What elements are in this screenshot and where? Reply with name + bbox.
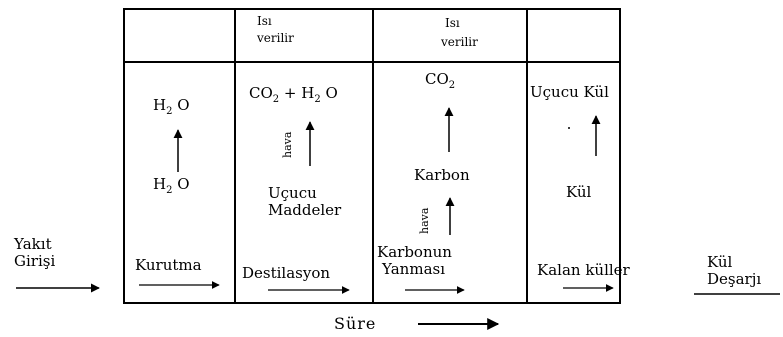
outlet-line2: Deşarjı xyxy=(707,270,762,288)
formula-h: H xyxy=(153,175,167,193)
carbon-air-label: hava xyxy=(418,207,431,234)
distillation-label: Destilasyon xyxy=(242,264,331,282)
heat-cell-2-line1: Isı xyxy=(445,16,460,30)
carbon-label-line1: Karbonun xyxy=(377,243,452,261)
heat-cell-2: Isı verilir xyxy=(441,17,478,48)
dot-mark xyxy=(568,127,570,129)
carbon-middle-label: Karbon xyxy=(414,166,470,184)
ash-label: Kalan küller xyxy=(537,261,630,279)
formula-sub: 2 xyxy=(166,185,173,196)
carbon-label-line2: Yanması xyxy=(382,260,446,278)
inlet-line2: Girişi xyxy=(14,252,56,270)
time-axis-label: Süre xyxy=(334,314,377,333)
formula-sub: 2 xyxy=(166,106,173,117)
inlet-line1: Yakıt xyxy=(14,235,52,253)
outlet-label: Kül Deşarjı xyxy=(707,255,761,287)
formula-sub: 2 xyxy=(448,80,456,91)
product-line1: Uçucu xyxy=(268,184,317,202)
carbon-burning-label: Karbonun Yanması xyxy=(377,245,452,277)
heat-cell-1: Isı verilir xyxy=(257,15,294,44)
formula-co: CO xyxy=(425,70,449,88)
formula-sub: 2 xyxy=(314,94,321,105)
formula-plus-h: + H xyxy=(279,84,315,102)
heat-cell-1-line2: verilir xyxy=(257,30,294,45)
distillation-air-label: hava xyxy=(281,131,294,158)
product-line2: Maddeler xyxy=(268,201,342,219)
distillation-top-formula: CO2 + H2 O xyxy=(249,86,338,105)
formula-h: H xyxy=(153,96,167,114)
distillation-product: Uçucu Maddeler xyxy=(268,186,341,218)
fly-ash-label: Uçucu Kül xyxy=(530,83,609,101)
inlet-label: Yakıt Girişi xyxy=(14,237,55,269)
formula-o: O xyxy=(177,175,190,193)
carbon-top-formula: CO2 xyxy=(425,72,455,91)
formula-sub: 2 xyxy=(272,94,280,105)
heat-cell-1-line1: Isı xyxy=(257,14,272,28)
formula-co: CO xyxy=(249,84,273,102)
heat-cell-2-line2: verilir xyxy=(441,34,478,49)
drying-bottom-formula: H2 O xyxy=(153,177,190,196)
ash-middle-label: Kül xyxy=(566,183,592,201)
drying-top-formula: H2 O xyxy=(153,98,190,117)
drying-label: Kurutma xyxy=(135,256,202,274)
formula-o: O xyxy=(177,96,190,114)
formula-o: O xyxy=(320,84,338,102)
outlet-line1: Kül xyxy=(707,253,733,271)
